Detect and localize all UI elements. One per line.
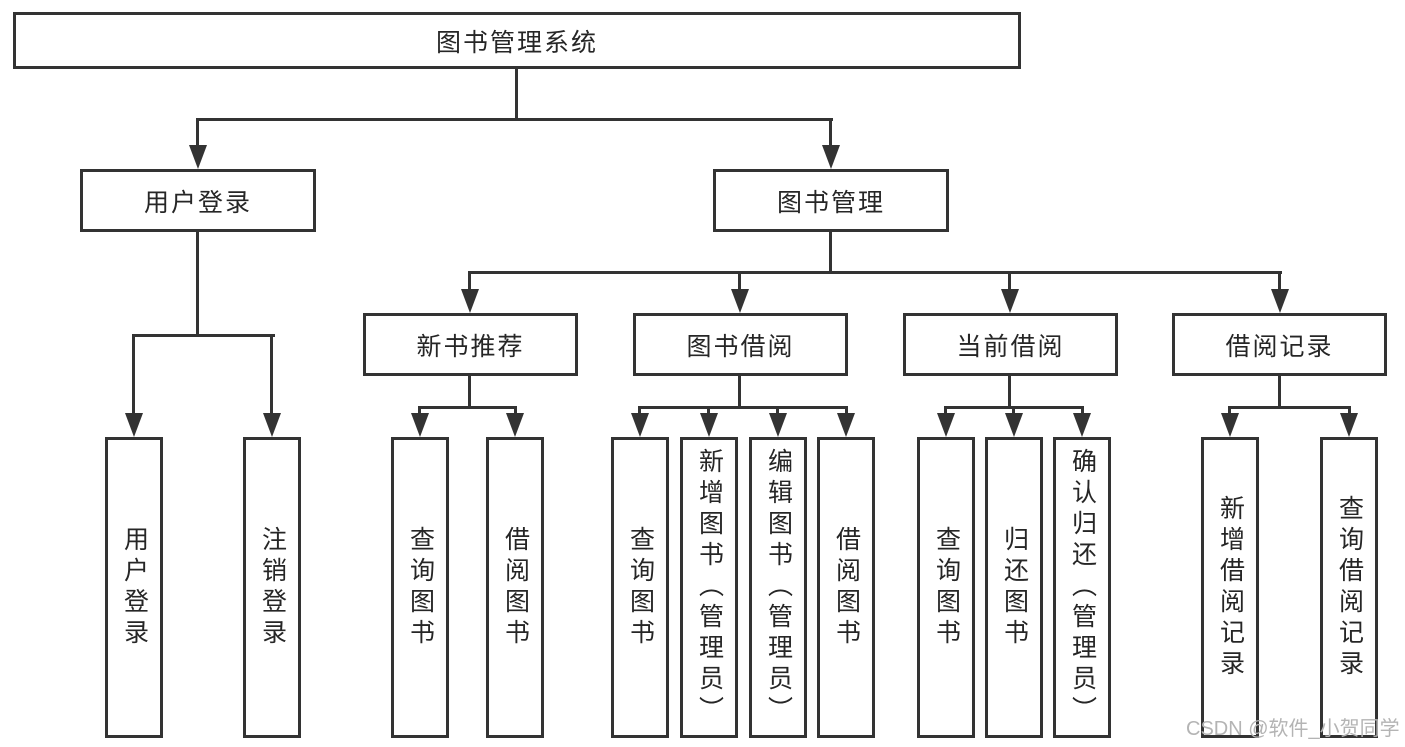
node-br-add-record: 新增借阅记录 <box>1201 437 1259 738</box>
connector-bb-bar <box>638 406 848 409</box>
connector-cb-stem <box>1008 376 1011 409</box>
node-bb-edit-book: 编辑图书（管理员） <box>749 437 807 738</box>
node-cb-return-book: 归还图书 <box>985 437 1043 738</box>
connector-drop <box>1228 406 1231 417</box>
connector-root-bar <box>196 118 833 121</box>
node-new-book-recommend: 新书推荐 <box>363 313 578 376</box>
connector-drop <box>1008 271 1011 292</box>
arrow-down-icon <box>837 413 855 437</box>
arrow-down-icon <box>937 413 955 437</box>
connector-drop <box>418 406 421 417</box>
connector-user-login-bar <box>132 334 275 337</box>
connector-drop <box>944 406 947 417</box>
arrow-down-icon <box>731 289 749 313</box>
arrow-down-icon <box>189 145 207 169</box>
watermark: CSDN @软件_小贺同学 <box>1186 718 1400 740</box>
connector-user-login-drop <box>196 118 199 148</box>
arrow-down-icon <box>1221 413 1239 437</box>
arrow-down-icon <box>1271 289 1289 313</box>
node-borrow-records: 借阅记录 <box>1172 313 1387 376</box>
connector-drop <box>638 406 641 417</box>
arrow-down-icon <box>631 413 649 437</box>
connector-bb-stem <box>738 376 741 409</box>
node-bb-add-book: 新增图书（管理员） <box>680 437 738 738</box>
connector-drop <box>270 334 273 416</box>
arrow-down-icon <box>461 289 479 313</box>
node-current-borrow: 当前借阅 <box>903 313 1118 376</box>
connector-drop <box>1012 406 1015 417</box>
node-book-management: 图书管理 <box>713 169 949 232</box>
node-cb-confirm-return: 确认归还（管理员） <box>1053 437 1111 738</box>
node-nbr-borrow-book: 借阅图书 <box>486 437 544 738</box>
node-logout: 注销登录 <box>243 437 301 738</box>
connector-drop <box>468 271 471 292</box>
connector-drop <box>132 334 135 416</box>
connector-br-stem <box>1278 376 1281 409</box>
connector-drop <box>1348 406 1351 417</box>
arrow-down-icon <box>769 413 787 437</box>
node-bb-borrow-book: 借阅图书 <box>817 437 875 738</box>
arrow-down-icon <box>822 145 840 169</box>
arrow-down-icon <box>125 413 143 437</box>
node-user-login-group: 用户登录 <box>80 169 316 232</box>
node-root: 图书管理系统 <box>13 12 1021 69</box>
connector-book-mgmt-drop <box>829 118 832 148</box>
node-user-login: 用户登录 <box>105 437 163 738</box>
connector-drop <box>514 406 517 417</box>
connector-drop <box>845 406 848 417</box>
connector-user-login-stem <box>196 232 199 337</box>
arrow-down-icon <box>700 413 718 437</box>
connector-book-mgmt-bar <box>468 271 1282 274</box>
arrow-down-icon <box>506 413 524 437</box>
connector-drop <box>707 406 710 417</box>
arrow-down-icon <box>1005 413 1023 437</box>
connector-br-bar <box>1228 406 1351 409</box>
arrow-down-icon <box>411 413 429 437</box>
node-bb-query-book: 查询图书 <box>611 437 669 738</box>
node-cb-query-book: 查询图书 <box>917 437 975 738</box>
connector-root-stem <box>515 66 518 121</box>
connector-drop <box>738 271 741 292</box>
node-book-borrow: 图书借阅 <box>633 313 848 376</box>
arrow-down-icon <box>1073 413 1091 437</box>
arrow-down-icon <box>1340 413 1358 437</box>
connector-drop <box>776 406 779 417</box>
node-br-query-record: 查询借阅记录 <box>1320 437 1378 738</box>
connector-nbr-stem <box>468 376 471 409</box>
connector-book-mgmt-stem <box>829 232 832 274</box>
connector-drop <box>1081 406 1084 417</box>
connector-drop <box>1278 271 1281 292</box>
connector-nbr-bar <box>418 406 517 409</box>
node-nbr-query-book: 查询图书 <box>391 437 449 738</box>
arrow-down-icon <box>263 413 281 437</box>
arrow-down-icon <box>1001 289 1019 313</box>
